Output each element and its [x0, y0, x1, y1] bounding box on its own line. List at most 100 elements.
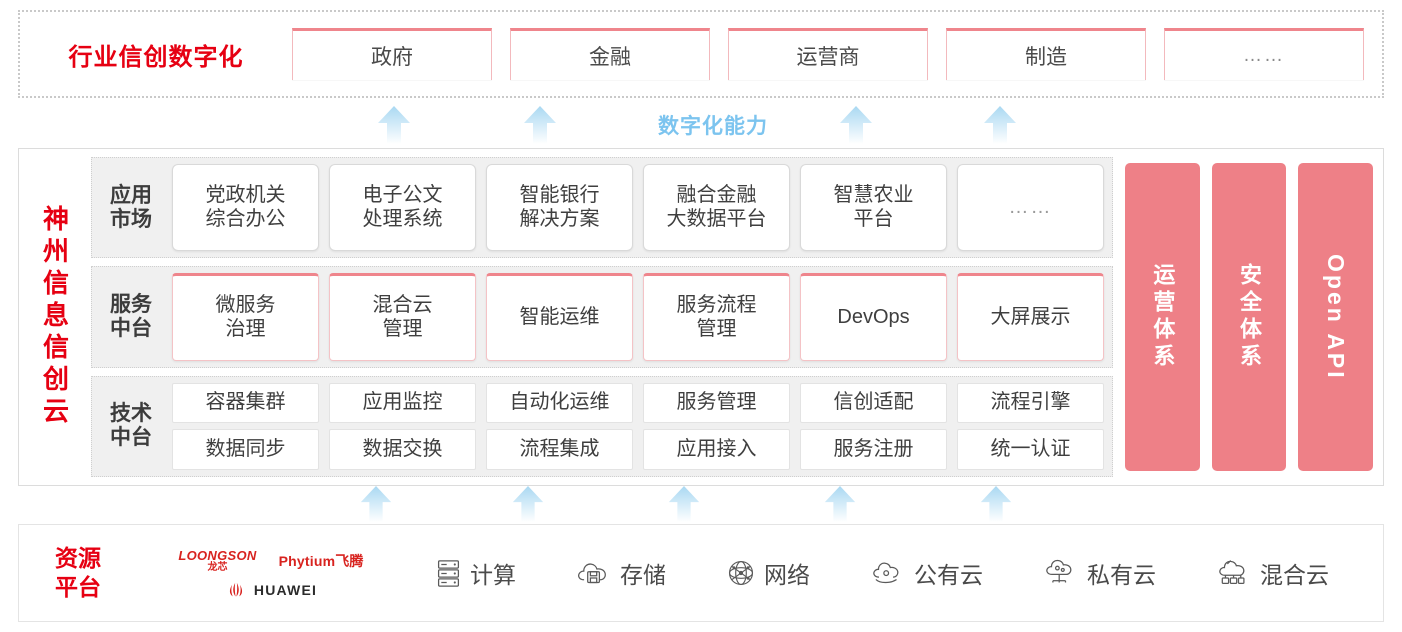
service-card-list: 微服务 治理 混合云 管理 智能运维 服务流程 管理 DevOps — [172, 273, 1104, 361]
up-arrow-icon — [976, 486, 1016, 524]
up-arrow-icon — [374, 106, 414, 144]
layer-row-app-market: 应用市场 党政机关 综合办公 电子公文 处理系统 智能银行 解决方案 融合金融 … — [91, 157, 1113, 259]
service-card-text: 智能运维 — [519, 306, 600, 329]
layer-label-app-market: 应用市场 — [100, 184, 162, 232]
layer-row-service-platform: 服务中台 微服务 治理 混合云 管理 智能运维 服务流程 管理 — [91, 266, 1113, 368]
resource-item-hybrid-cloud[interactable]: 混合云 — [1216, 556, 1329, 590]
tech-card-process-integration[interactable]: 流程集成 — [486, 429, 633, 470]
up-arrow-icon — [520, 106, 560, 144]
resource-item-public-cloud[interactable]: 公有云 — [870, 556, 983, 590]
tech-card-data-sync[interactable]: 数据同步 — [172, 429, 319, 470]
tech-card-process-engine[interactable]: 流程引擎 — [957, 382, 1104, 424]
tech-card-xinchuang-adaptation[interactable]: 信创适配 — [800, 382, 947, 424]
side-panel-label: 运营体系 — [1150, 263, 1176, 371]
layer-label-text: 技术中台 — [110, 402, 152, 450]
layer-label-service-platform: 服务中台 — [100, 293, 162, 341]
service-card-hybrid-cloud-mgmt[interactable]: 混合云 管理 — [329, 273, 476, 361]
side-panel-label: Open API — [1323, 253, 1350, 381]
vendor-logo-row-2: HUAWEI — [225, 582, 317, 598]
app-card-line1: 智慧农业 平台 — [833, 184, 914, 230]
huawei-logo: HUAWEI — [225, 582, 317, 598]
app-card-finance-bigdata[interactable]: 融合金融 大数据平台 — [643, 164, 790, 252]
resource-platform-title: 资源 平台 — [55, 545, 101, 600]
up-arrow-icon — [508, 486, 548, 524]
private-cloud-icon — [1043, 559, 1079, 588]
service-card-text: 混合云 管理 — [372, 294, 433, 340]
service-card-text: 微服务 治理 — [215, 294, 276, 340]
service-card-microservice-governance[interactable]: 微服务 治理 — [172, 273, 319, 361]
up-arrow-icon — [820, 486, 860, 524]
service-card-text: 大屏展示 — [990, 306, 1071, 329]
up-arrow-icon — [664, 486, 704, 524]
hybrid-cloud-icon — [1216, 559, 1252, 588]
side-panel-security-system[interactable]: 安全体系 — [1211, 163, 1287, 471]
resource-item-label: 混合云 — [1260, 562, 1329, 588]
app-card-line1: …… — [1008, 195, 1053, 218]
server-rack-icon — [435, 558, 462, 589]
resource-item-storage[interactable]: 存储 — [576, 556, 666, 590]
industry-card-manufacturing[interactable]: 制造 — [946, 28, 1146, 80]
app-card-edoc-system[interactable]: 电子公文 处理系统 — [329, 164, 476, 252]
service-card-text: 服务流程 管理 — [676, 294, 757, 340]
tech-card-automated-ops[interactable]: 自动化运维 — [486, 382, 633, 424]
resource-item-label: 私有云 — [1087, 562, 1156, 588]
cloud-layer-list: 应用市场 党政机关 综合办公 电子公文 处理系统 智能银行 解决方案 融合金融 … — [91, 157, 1113, 477]
cloud-platform-body: 应用市场 党政机关 综合办公 电子公文 处理系统 智能银行 解决方案 融合金融 … — [91, 149, 1383, 485]
tech-card-service-registry[interactable]: 服务注册 — [800, 429, 947, 470]
resource-item-compute[interactable]: 计算 — [435, 556, 516, 590]
resource-item-network[interactable]: 网络 — [726, 556, 810, 590]
tech-card-app-access[interactable]: 应用接入 — [643, 429, 790, 470]
industry-band: 行业信创数字化 政府 金融 运营商 制造 …… — [18, 10, 1384, 98]
industry-card-finance[interactable]: 金融 — [510, 28, 710, 80]
vendor-logo-group: LOONGSON 龙芯 Phytium飞腾 HUAWEI — [137, 549, 405, 598]
cloud-platform-panel: 神州信息信创云 应用市场 党政机关 综合办公 电子公文 处理系统 智能银行 解决… — [18, 148, 1384, 486]
layer-label-text: 应用市场 — [110, 183, 152, 231]
side-panel-list: 运营体系 安全体系 Open API — [1121, 157, 1374, 477]
capability-label: 数字化能力 — [658, 115, 768, 138]
industry-band-title: 行业信创数字化 — [68, 43, 244, 71]
service-card-process-mgmt[interactable]: 服务流程 管理 — [643, 273, 790, 361]
service-card-text: DevOps — [837, 306, 910, 329]
resource-item-label: 存储 — [620, 562, 666, 588]
tech-card-app-monitoring[interactable]: 应用监控 — [329, 382, 476, 424]
capability-arrow-strip-top: 数字化能力 — [18, 104, 1384, 144]
loongson-logo-en: LOONGSON — [178, 547, 257, 563]
app-card-party-office[interactable]: 党政机关 综合办公 — [172, 164, 319, 252]
cloud-storage-icon — [576, 560, 612, 587]
layer-row-tech-platform: 技术中台 容器集群 应用监控 自动化运维 服务管理 信创适配 流程引擎 数据同步… — [91, 375, 1113, 477]
tech-card-service-mgmt[interactable]: 服务管理 — [643, 382, 790, 424]
tech-card-row-2: 数据同步 数据交换 流程集成 应用接入 服务注册 统一认证 — [172, 429, 1104, 470]
public-cloud-icon — [870, 560, 906, 587]
resource-item-private-cloud[interactable]: 私有云 — [1043, 556, 1156, 590]
app-card-line1: 党政机关 综合办公 — [205, 184, 286, 230]
service-card-devops[interactable]: DevOps — [800, 273, 947, 361]
side-panel-open-api[interactable]: Open API — [1298, 163, 1374, 471]
industry-card-more[interactable]: …… — [1164, 28, 1364, 80]
network-mesh-icon — [726, 558, 756, 588]
tech-card-unified-auth[interactable]: 统一认证 — [957, 429, 1104, 470]
tech-card-row-1: 容器集群 应用监控 自动化运维 服务管理 信创适配 流程引擎 — [172, 382, 1104, 424]
layer-label-text: 服务中台 — [110, 292, 152, 340]
tech-card-data-exchange[interactable]: 数据交换 — [329, 429, 476, 470]
service-card-dashboard[interactable]: 大屏展示 — [957, 273, 1104, 361]
app-card-line1: 融合金融 大数据平台 — [666, 184, 767, 230]
capability-arrow-strip-bottom — [18, 486, 1384, 524]
huawei-logo-text: HUAWEI — [253, 581, 318, 598]
huawei-flower-icon — [225, 582, 247, 598]
service-card-smart-ops[interactable]: 智能运维 — [486, 273, 633, 361]
cloud-platform-title: 神州信息信创云 — [39, 205, 70, 429]
up-arrow-icon — [836, 106, 876, 144]
app-market-card-list: 党政机关 综合办公 电子公文 处理系统 智能银行 解决方案 融合金融 大数据平台… — [172, 164, 1104, 252]
side-panel-operations-system[interactable]: 运营体系 — [1125, 163, 1200, 471]
vendor-logo-row-1: LOONGSON 龙芯 Phytium飞腾 — [178, 549, 363, 573]
resource-item-list: 计算 存储 — [405, 556, 1383, 590]
industry-card-carrier[interactable]: 运营商 — [728, 28, 928, 80]
side-panel-label: 安全体系 — [1237, 263, 1262, 371]
loongson-logo-cn: 龙芯 — [207, 561, 228, 573]
resource-item-label: 网络 — [764, 562, 810, 588]
tech-card-container-cluster[interactable]: 容器集群 — [172, 382, 319, 424]
industry-card-government[interactable]: 政府 — [292, 28, 492, 80]
app-card-smart-bank[interactable]: 智能银行 解决方案 — [486, 164, 633, 252]
app-card-smart-agriculture[interactable]: 智慧农业 平台 — [800, 164, 947, 252]
app-card-more[interactable]: …… — [957, 164, 1104, 252]
